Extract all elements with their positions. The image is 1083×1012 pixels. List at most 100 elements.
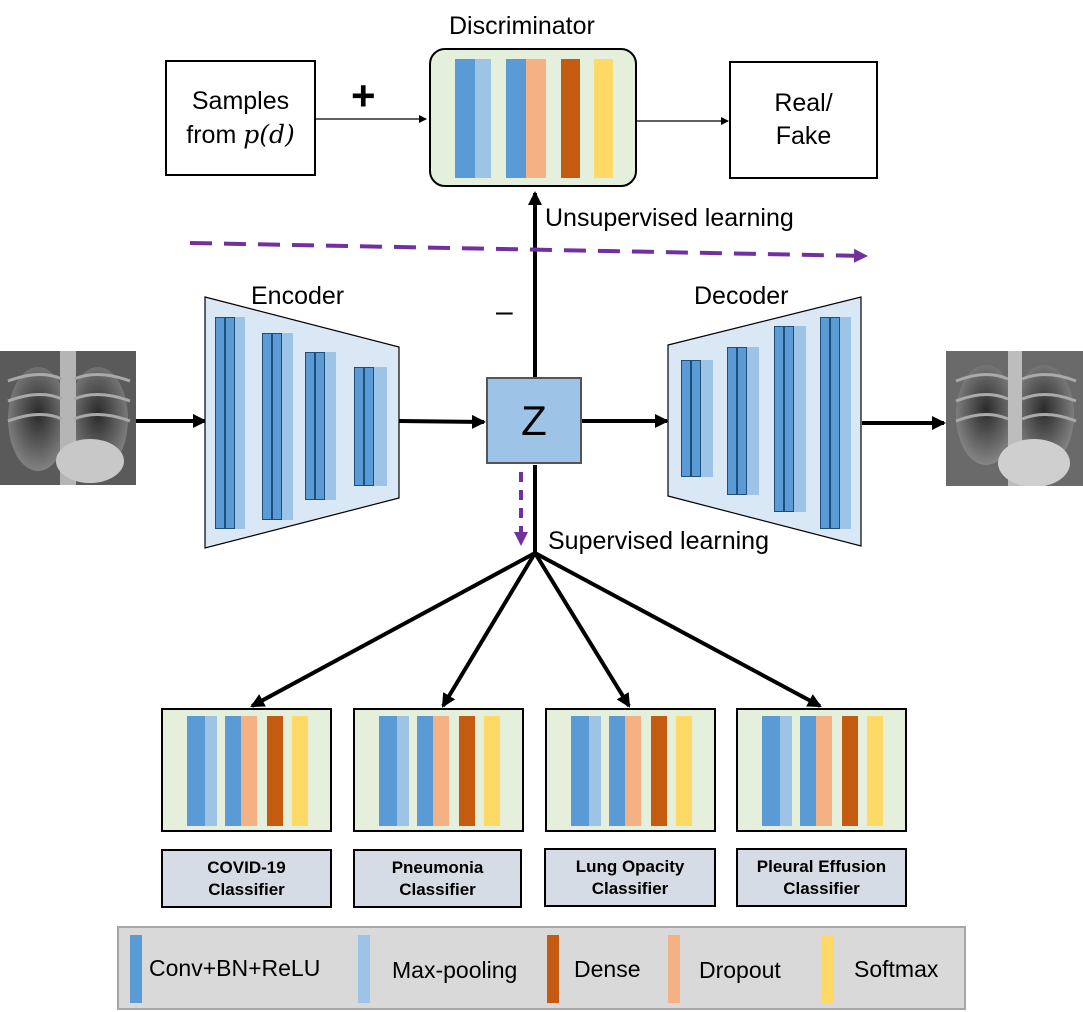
- covid-classifier-panel: [161, 708, 332, 832]
- pool-bar: [589, 716, 601, 826]
- branch-arrow-effusion: [534, 551, 822, 708]
- conv-bar: [571, 716, 589, 826]
- legend-label-softmax: Softmax: [854, 956, 939, 982]
- dense-bar: [651, 716, 667, 826]
- decoder-conv-bar: [784, 326, 794, 512]
- dense-bar: [842, 716, 858, 826]
- encoder-conv-bar: [225, 317, 235, 529]
- pleural-effusion-classifier-label: Pleural Effusion Classifier: [736, 848, 907, 907]
- samples-math: p(d): [243, 119, 295, 149]
- decoder-label: Decoder: [694, 282, 789, 310]
- legend-swatch-pool: [358, 935, 370, 1003]
- decoder-conv-bar: [820, 317, 830, 529]
- legend-panel: Conv+BN+ReLU Max-pooling Dense Dropout S…: [117, 926, 966, 1010]
- decoder-conv-bar: [727, 347, 737, 495]
- encoder-pool-bar: [325, 352, 336, 500]
- pool-bar: [397, 716, 409, 826]
- branch-arrow-pneumonia: [441, 551, 537, 708]
- covid-classifier-line2: Classifier: [208, 879, 285, 899]
- encoder-pool-bar: [282, 333, 293, 520]
- output-xray-drawing: [946, 351, 1083, 486]
- covid-classifier-label: COVID-19 Classifier: [161, 849, 332, 908]
- lung-opacity-classifier-line1: Lung Opacity: [575, 856, 685, 876]
- softmax-bar: [676, 716, 692, 826]
- legend-label-pool: Max-pooling: [392, 957, 518, 983]
- minus-sign: –: [496, 295, 513, 328]
- conv-bar: [379, 716, 397, 826]
- pleural-effusion-classifier-line1: Pleural Effusion: [756, 856, 887, 876]
- encoder-conv-bar: [305, 352, 315, 500]
- samples-from-text: from: [186, 120, 244, 149]
- discriminator-panel: [429, 48, 637, 187]
- dropout-bar: [816, 716, 832, 826]
- softmax-bar: [594, 59, 613, 178]
- dense-bar: [561, 59, 580, 178]
- encoder-label: Encoder: [251, 282, 345, 310]
- conv-bar: [225, 716, 241, 826]
- pneumonia-classifier-line1: Pneumonia: [391, 857, 484, 877]
- encoder-conv-bar: [262, 333, 272, 520]
- conv-bar: [800, 716, 816, 826]
- branch-arrow-opacity: [533, 551, 631, 708]
- softmax-bar: [292, 716, 308, 826]
- dropout-bar: [526, 59, 546, 178]
- real-fake-line2: Fake: [775, 122, 832, 150]
- unsupervised-dashed-arrow: [189, 241, 868, 263]
- decoder-pool-bar: [747, 347, 759, 495]
- conv-bar: [506, 59, 526, 178]
- latent-z-box: Z: [486, 377, 582, 464]
- encoder-to-latent-arrow: [398, 414, 486, 429]
- legend-label-dropout: Dropout: [699, 957, 781, 983]
- branch-arrow-covid: [250, 551, 536, 708]
- encoder-pool-bar: [235, 317, 245, 529]
- pleural-effusion-classifier-panel: [736, 708, 907, 832]
- conv-bar: [455, 59, 475, 178]
- output-xray-image: [946, 351, 1083, 486]
- legend-swatch-dropout: [668, 935, 680, 1003]
- legend-label-dense: Dense: [574, 956, 641, 982]
- decoder-pool-bar: [701, 360, 713, 477]
- discriminator-title: Discriminator: [449, 12, 595, 40]
- pneumonia-classifier-line2: Classifier: [399, 879, 476, 899]
- conv-bar: [609, 716, 625, 826]
- pool-bar: [475, 59, 491, 178]
- dropout-bar: [241, 716, 257, 826]
- encoder-conv-bar: [272, 333, 282, 520]
- unsupervised-learning-label: Unsupervised learning: [545, 204, 794, 232]
- input-xray-drawing: [0, 351, 136, 485]
- plus-sign: +: [351, 72, 376, 119]
- samples-line2: from p(d): [186, 118, 294, 152]
- supervised-learning-label: Supervised learning: [548, 527, 769, 555]
- pleural-effusion-classifier-line2: Classifier: [783, 878, 860, 898]
- legend-swatch-conv: [130, 935, 142, 1003]
- encoder-conv-bar: [364, 367, 374, 486]
- pneumonia-classifier-label: Pneumonia Classifier: [353, 849, 522, 908]
- decoder-conv-bar: [681, 360, 691, 477]
- decoder-conv-bar: [737, 347, 747, 495]
- dense-bar: [459, 716, 475, 826]
- dropout-bar: [625, 716, 641, 826]
- encoder-trapezoid: [204, 296, 400, 549]
- lung-opacity-classifier-panel: [545, 708, 716, 832]
- encoder-conv-bar: [315, 352, 325, 500]
- encoder-pool-bar: [374, 367, 387, 486]
- samples-box: Samples from p(d): [165, 60, 316, 176]
- latent-z-label: Z: [521, 396, 547, 444]
- legend-swatch-softmax: [822, 935, 834, 1003]
- conv-bar: [187, 716, 205, 826]
- softmax-bar: [867, 716, 883, 826]
- encoder-conv-bar: [215, 317, 225, 529]
- pool-bar: [780, 716, 792, 826]
- dense-bar: [267, 716, 283, 826]
- legend-label-conv: Conv+BN+ReLU: [149, 955, 321, 981]
- real-fake-line1: Real/: [774, 89, 833, 117]
- pneumonia-classifier-panel: [353, 708, 524, 832]
- decoder-pool-bar: [840, 317, 851, 529]
- dropout-bar: [433, 716, 449, 826]
- conv-bar: [762, 716, 780, 826]
- decoder-conv-bar: [774, 326, 784, 512]
- samples-line1: Samples: [191, 86, 290, 115]
- legend-swatch-dense: [547, 935, 559, 1003]
- decoder-pool-bar: [794, 326, 806, 512]
